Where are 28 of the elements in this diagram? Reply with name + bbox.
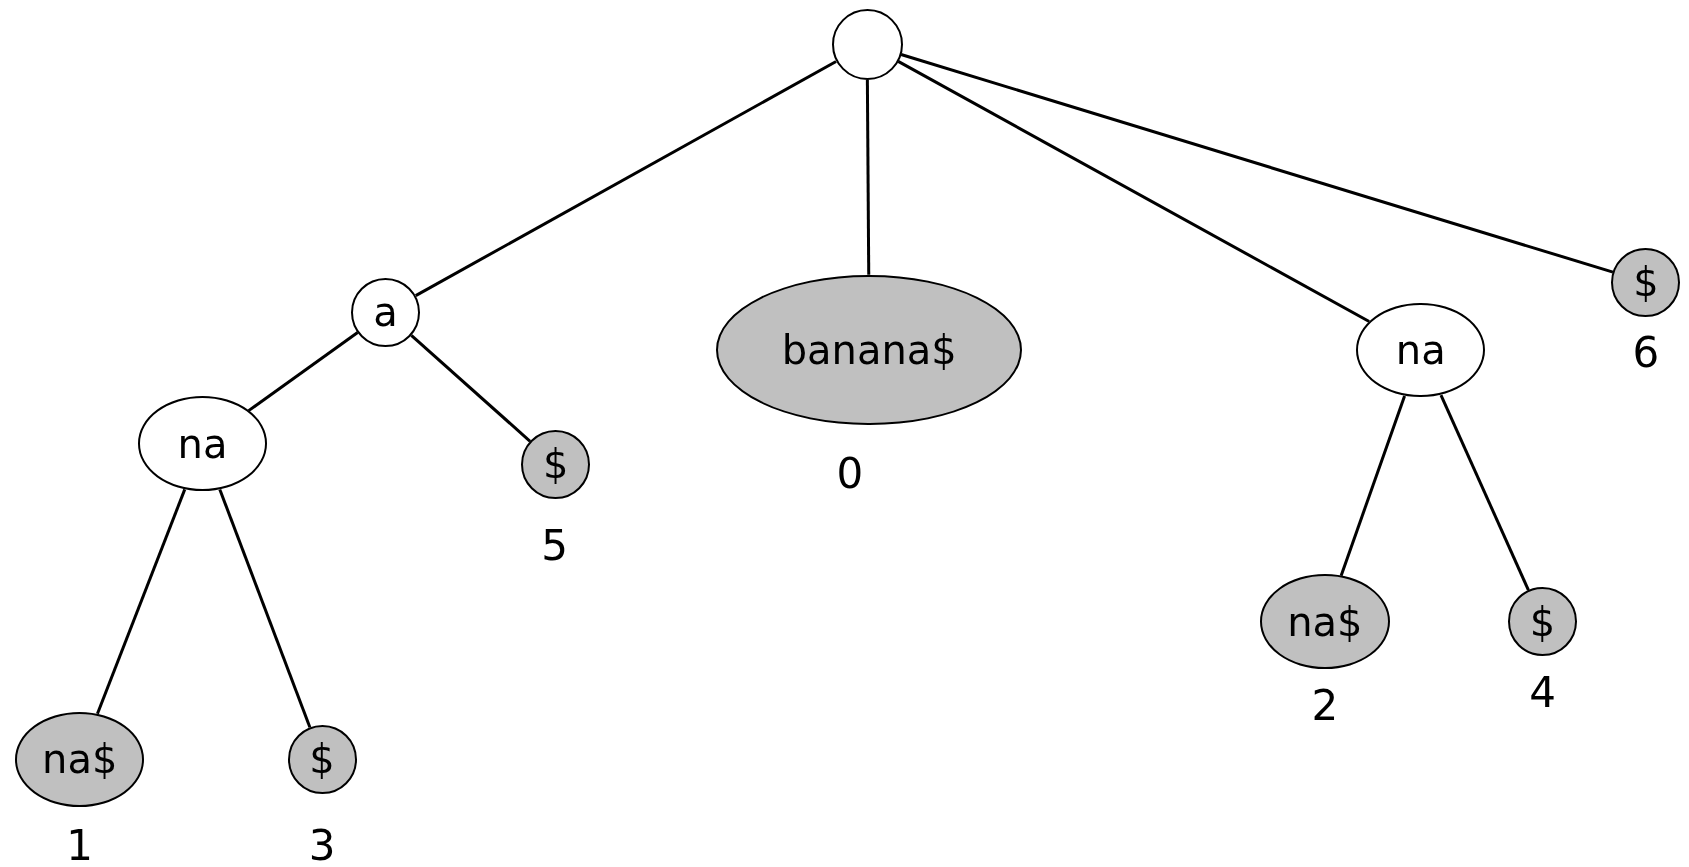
suffix-index: 2 (1311, 684, 1339, 727)
node-label: $ (543, 444, 569, 485)
tree-edge (1439, 394, 1530, 591)
node-label: na$ (42, 739, 118, 780)
tree-edge (897, 60, 1370, 323)
suffix-index: 1 (66, 824, 94, 867)
node-label: na (1395, 330, 1446, 371)
node-label: $ (1633, 262, 1659, 303)
tree-edge (1339, 395, 1406, 577)
node-label: banana$ (781, 330, 957, 371)
tree-edge (218, 488, 312, 728)
tree-node (351, 277, 421, 347)
suffix-index: 4 (1529, 671, 1556, 714)
node-label: $ (1529, 601, 1556, 642)
tree-edge (96, 488, 187, 715)
tree-edge (865, 79, 871, 275)
suffix-index: 5 (541, 525, 569, 568)
node-label: na (177, 423, 228, 464)
tree-edge (247, 331, 359, 412)
tree-edge (415, 60, 837, 297)
suffix-index: 6 (1632, 332, 1660, 375)
tree-edge (410, 334, 532, 443)
node-label: na$ (1287, 601, 1363, 642)
suffix-index: 0 (836, 452, 864, 495)
tree-edge (900, 53, 1614, 274)
suffix-index: 3 (308, 824, 336, 867)
node-label: a (373, 292, 398, 333)
node-label: $ (309, 739, 335, 780)
